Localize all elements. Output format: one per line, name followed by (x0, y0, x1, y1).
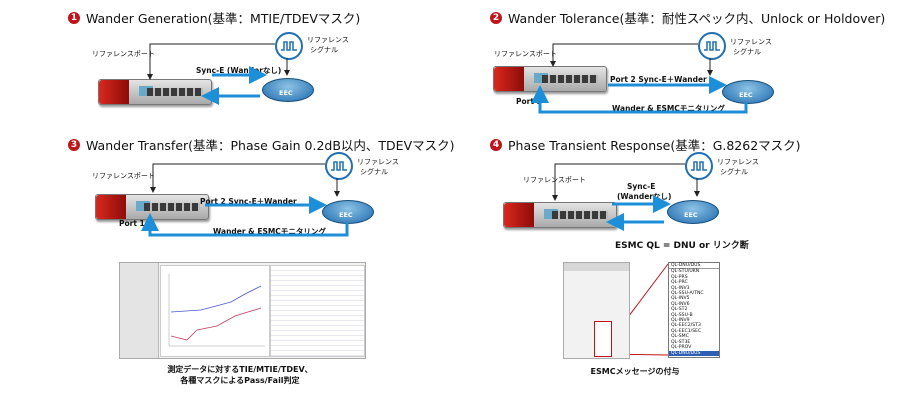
esmc-list-item[interactable]: QL-INV5 (671, 296, 690, 302)
section-3-title-text: Wander Transfer(基準：Phase Gain 0.2dB以内、TD… (86, 138, 455, 153)
square-wave-icon (281, 41, 297, 51)
esmc-list-item[interactable]: QL-STU/UKN (671, 269, 700, 275)
esmc-screenshot-selection (594, 321, 612, 357)
step-number-3: 3 (68, 138, 80, 151)
measurement-screenshot (119, 262, 366, 359)
s3-reference-signal-icon (325, 152, 353, 180)
s3-test-device (95, 194, 209, 220)
s3-eec-router-icon: EEC (322, 200, 374, 224)
s4-eec-router-icon: EEC (667, 200, 719, 224)
s3-eec-label: EEC (339, 211, 353, 219)
s2-ref-signal-line1: リファレンス (730, 38, 772, 46)
s1-ref-signal-line2: シグナル (310, 46, 338, 54)
esmc-list-item[interactable]: QL-INV3 (671, 285, 690, 291)
s1-eec-label: EEC (279, 89, 293, 97)
esmc-list-item[interactable]: QL-DNU/DUS (669, 350, 719, 356)
s4-link-label-line2: (Wanderなし) (617, 192, 672, 201)
step-number-4: 4 (490, 138, 502, 151)
left-caption: 測定データに対するTIE/MTIE/TDEV、 各種マスクによるPass/Fai… (130, 364, 350, 386)
esmc-list-item[interactable]: QL-INV9 (671, 318, 690, 324)
s4-link-label-line1: Sync-E (627, 182, 656, 191)
s2-test-device (493, 66, 607, 92)
s4-eec-label: EEC (684, 211, 698, 219)
esmc-list-item[interactable]: QL-ST3E (671, 339, 691, 345)
s3-ref-signal-line1: リファレンス (357, 158, 399, 166)
s3-ref-signal-line2: シグナル (360, 168, 388, 176)
s2-ref-line (550, 43, 698, 67)
s3-ref-line (150, 163, 325, 193)
s3-monitor-label: Wander & ESMCモニタリング (213, 227, 326, 236)
square-wave-icon (331, 161, 347, 171)
s1-ref-signal-line1: リファレンス (307, 36, 349, 44)
s2-ref-port-label: リファレンスポート (494, 50, 557, 58)
s2-port1-label: Port 1 (516, 97, 542, 106)
s3-link-label: Port 2 Sync-E＋Wander (200, 197, 297, 206)
esmc-list-item[interactable]: QL-EEC2/ST3 (671, 323, 701, 329)
right-caption: ESMCメッセージの付与 (590, 367, 680, 376)
esmc-list-item[interactable]: QL-DNU/DUS (669, 263, 719, 270)
esmc-list-item[interactable]: QL-SMC (671, 334, 689, 340)
esmc-list-item[interactable]: QL-PRS (671, 274, 688, 280)
section-4-title: 4 Phase Transient Response(基準：G.8262マスク) (490, 135, 801, 154)
s4-reference-signal-icon (685, 152, 713, 180)
s2-ref-signal-line2: シグナル (733, 48, 761, 56)
section-1-title: 1 Wander Generation(基準：MTIE/TDEVマスク) (68, 8, 360, 27)
esmc-list-item[interactable]: QL-INV6 (671, 301, 690, 307)
esmc-list-item[interactable]: QL-EEC1/SEC (671, 328, 702, 334)
esmc-list-item[interactable]: QL-ST2 (671, 307, 688, 313)
section-2-title: 2 Wander Tolerance(基準：耐性スペック内、Unlock or … (490, 8, 885, 27)
step-number-2: 2 (490, 11, 502, 24)
screenshot-left-panel (120, 263, 159, 358)
s4-test-device (503, 202, 617, 228)
s2-eec-label: EEC (739, 91, 753, 99)
esmc-list-item[interactable]: QL-SSU-A/TNC (671, 291, 704, 297)
s4-ref-signal-line2: シグナル (720, 168, 748, 176)
esmc-list-item[interactable]: QL-PRC (671, 280, 688, 286)
square-wave-icon (704, 41, 720, 51)
left-caption-line1: 測定データに対するTIE/MTIE/TDEV、 (167, 365, 313, 374)
square-wave-icon (691, 161, 707, 171)
section-3-title: 3 Wander Transfer(基準：Phase Gain 0.2dB以内、… (68, 135, 455, 154)
s1-link-label: Sync-E (Wanderなし) (196, 66, 282, 75)
s2-eec-router-icon: EEC (722, 80, 774, 104)
s1-ref-port-label: リファレンスポート (92, 50, 155, 58)
s4-esmc-note: ESMC QL = DNU or リンク断 (615, 241, 749, 251)
screenshot-test-list (270, 265, 365, 357)
s4-ref-port-label: リファレンスポート (523, 176, 586, 184)
s2-link-label: Port 2 Sync-E＋Wander (610, 75, 707, 84)
section-4-title-text: Phase Transient Response(基準：G.8262マスク) (508, 138, 801, 153)
s1-eec-router-icon: EEC (262, 78, 314, 102)
s1-test-device (98, 79, 212, 105)
section-1-title-text: Wander Generation(基準：MTIE/TDEVマスク) (86, 11, 361, 26)
s1-reference-signal-icon (275, 32, 303, 60)
s3-port1-label: Port 1 (119, 219, 145, 228)
s2-monitor-label: Wander & ESMCモニタリング (612, 104, 725, 113)
esmc-list-item[interactable]: QL-PROV (671, 345, 692, 351)
s4-ref-signal-line1: リファレンス (717, 158, 759, 166)
esmc-screenshot-header (564, 263, 629, 271)
s2-reference-signal-icon (698, 32, 726, 60)
esmc-screenshot (563, 262, 630, 359)
step-number-1: 1 (68, 11, 80, 24)
esmc-list-item[interactable]: QL-SSU-B (671, 312, 693, 318)
s3-ref-port-label: リファレンスポート (92, 172, 155, 180)
section-2-title-text: Wander Tolerance(基準：耐性スペック内、Unlock or Ho… (508, 11, 886, 26)
screenshot-chart-area (160, 265, 270, 357)
tdev-graph (168, 274, 265, 347)
left-caption-line2: 各種マスクによるPass/Fail判定 (180, 376, 300, 385)
